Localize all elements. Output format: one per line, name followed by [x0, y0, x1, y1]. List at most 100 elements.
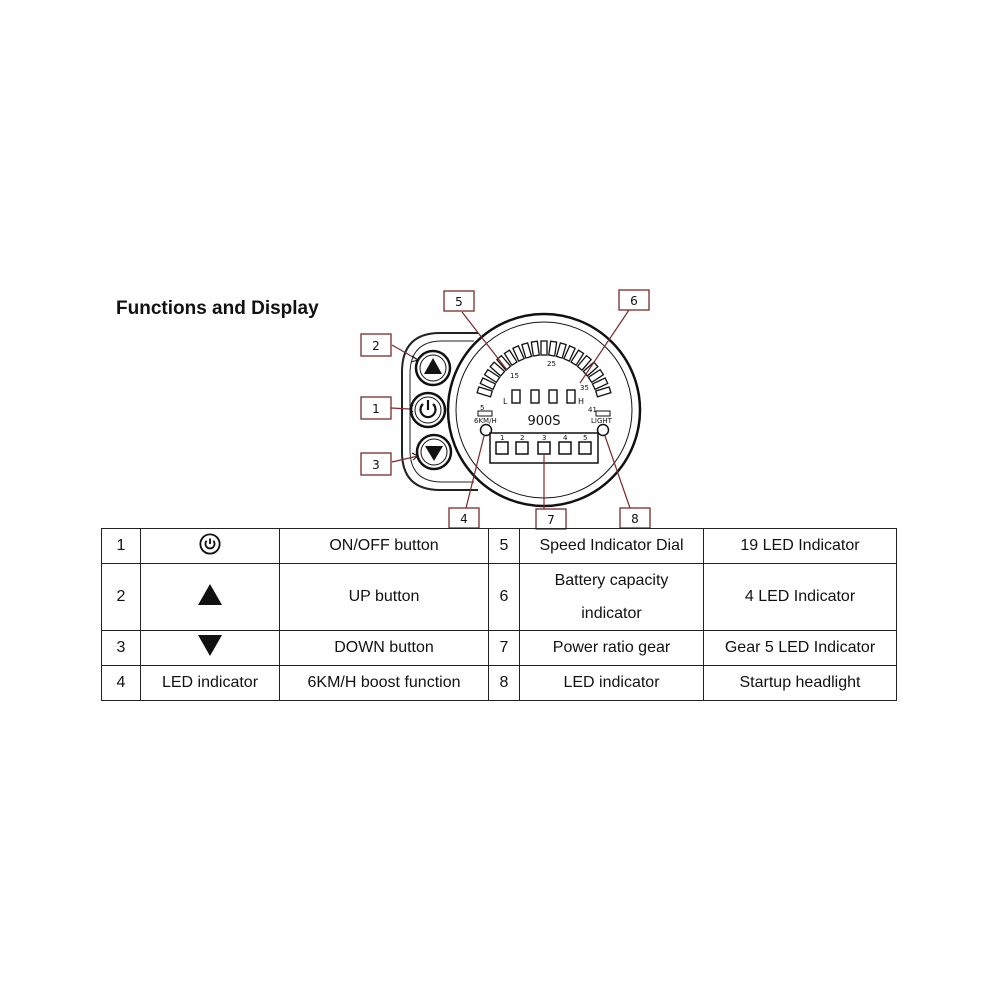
speed-led: [521, 342, 533, 359]
row-name-2-line: indicator: [581, 605, 642, 622]
row-label: UP button: [279, 563, 489, 631]
triangle-down-icon: [198, 635, 222, 656]
table-row: 2 UP button 6 Battery capacity indicator…: [101, 563, 897, 631]
svg-text:1: 1: [372, 402, 380, 416]
speed-led: [563, 345, 576, 362]
speed-led: [495, 354, 512, 372]
leader-line-8: [604, 435, 631, 509]
button-pod: [401, 332, 478, 491]
page-title: Functions and Display: [116, 298, 319, 319]
row-symbol: [140, 528, 280, 564]
row-name-2: LED indicator: [519, 665, 704, 701]
battery-led: [530, 389, 540, 404]
leader-line-5: [461, 311, 508, 371]
row-desc-2: 4 LED Indicator: [703, 563, 897, 631]
row-name-2-line: Battery capacity: [554, 572, 669, 589]
callout-3: 3: [360, 452, 392, 476]
row-number: 1: [101, 528, 141, 564]
gear-number: 3: [542, 434, 546, 442]
svg-text:6: 6: [630, 294, 638, 308]
table-row: 4 LED indicator 6KM/H boost function 8 L…: [101, 665, 897, 701]
row-symbol-text: LED indicator: [140, 665, 280, 701]
svg-text:2: 2: [372, 339, 380, 353]
gear-number: 5: [583, 434, 587, 442]
callout-1: 1: [360, 396, 392, 420]
speed-led: [548, 340, 558, 357]
leader-line-6: [579, 309, 630, 384]
leader-line-4: [465, 435, 485, 509]
scale-label: 25: [547, 360, 556, 368]
row-number: 4: [101, 665, 141, 701]
battery-led: [566, 389, 576, 404]
battery-high-label: H: [578, 397, 584, 406]
down-button[interactable]: [415, 433, 453, 471]
boost-led-indicator: [479, 423, 493, 437]
svg-text:7: 7: [547, 513, 555, 527]
row-number: 3: [101, 630, 141, 666]
speed-led: [555, 342, 567, 359]
gear-led: [515, 441, 529, 455]
battery-low-label: L: [503, 397, 508, 406]
speed-led: [540, 340, 548, 356]
svg-text:5: 5: [455, 295, 463, 309]
table-row: 3 DOWN button 7 Power ratio gear Gear 5 …: [101, 630, 897, 666]
speed-led: [476, 386, 494, 398]
row-label: DOWN button: [279, 630, 489, 666]
callout-6: 6: [618, 289, 650, 311]
scale-label: 15: [510, 372, 519, 380]
row-label: ON/OFF button: [279, 528, 489, 564]
battery-led: [511, 389, 521, 404]
callout-7: 7: [535, 508, 567, 530]
gear-led: [537, 441, 551, 455]
up-button[interactable]: [414, 349, 452, 387]
boost-label: 6KM/H: [474, 417, 497, 425]
triangle-up-icon: [198, 584, 222, 605]
light-label: LIGHT: [591, 417, 613, 425]
speed-led: [503, 349, 518, 367]
row-desc-2: Startup headlight: [703, 665, 897, 701]
power-icon: [419, 400, 437, 419]
speed-led-arc: [476, 340, 612, 398]
row-number-2: 8: [488, 665, 520, 701]
battery-led: [548, 389, 558, 404]
speed-led: [576, 354, 593, 372]
row-symbol: [140, 563, 280, 631]
row-name-2: Battery capacity indicator: [519, 563, 704, 631]
table-row: 1 ON/OFF button 5 Speed Indicator Dial 1…: [101, 528, 897, 564]
leader-line-3: [391, 455, 419, 463]
row-name-2: Speed Indicator Dial: [519, 528, 704, 564]
leader-line-1: [390, 407, 411, 410]
scale-label: 5: [480, 404, 484, 412]
function-table: 1 ON/OFF button 5 Speed Indicator Dial 1…: [101, 528, 897, 701]
speed-led: [479, 377, 497, 391]
row-name-2: Power ratio gear: [519, 630, 704, 666]
callout-8: 8: [619, 507, 651, 529]
svg-text:3: 3: [372, 458, 380, 472]
speed-led: [489, 361, 506, 377]
power-icon: [199, 532, 221, 555]
speed-led: [530, 340, 540, 357]
svg-text:8: 8: [631, 512, 639, 526]
gear-number: 1: [500, 434, 504, 442]
power-button[interactable]: [409, 391, 447, 429]
row-label: 6KM/H boost function: [279, 665, 489, 701]
speed-led: [591, 377, 609, 391]
speed-led: [570, 349, 585, 367]
row-desc-2: Gear 5 LED Indicator: [703, 630, 897, 666]
svg-text:4: 4: [460, 512, 468, 526]
gear-number: 4: [563, 434, 568, 442]
row-number-2: 7: [488, 630, 520, 666]
row-symbol: [140, 630, 280, 666]
row-number-2: 6: [488, 563, 520, 631]
gear-led: [578, 441, 592, 455]
triangle-down-icon: [425, 446, 443, 461]
left-led-bar: [477, 410, 493, 417]
scale-label: 41: [588, 406, 597, 414]
light-led-indicator: [596, 423, 610, 437]
callout-4: 4: [448, 507, 480, 529]
callout-2: 2: [360, 333, 392, 357]
gear-led: [558, 441, 572, 455]
speed-led: [587, 368, 605, 384]
row-desc-2: 19 LED Indicator: [703, 528, 897, 564]
callout-5: 5: [443, 290, 475, 312]
